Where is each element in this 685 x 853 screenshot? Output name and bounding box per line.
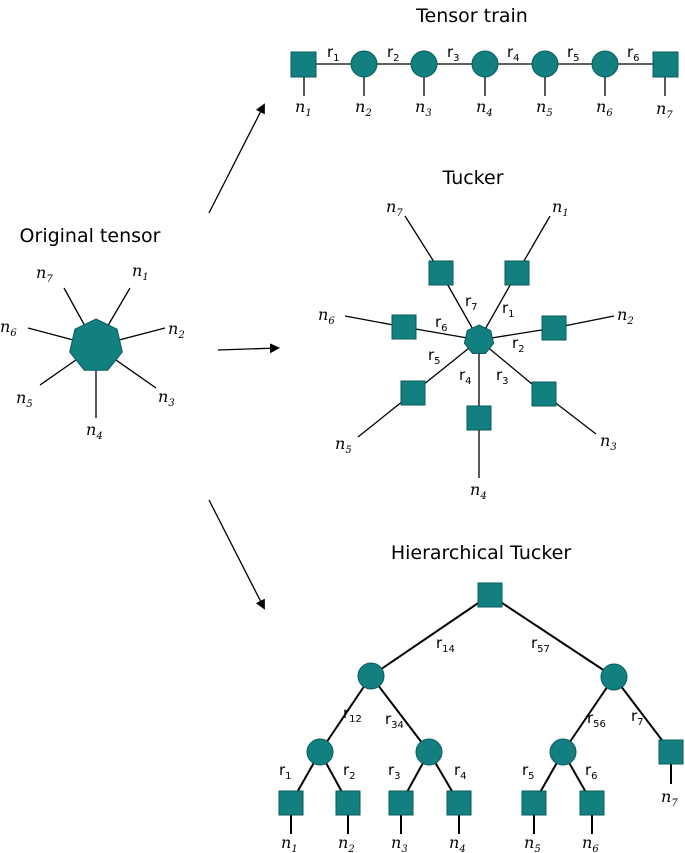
tucker-mode-label-2: n2 <box>617 305 634 327</box>
tt-rank-label-6: r6 <box>627 43 640 64</box>
arrow-to-tucker <box>217 343 280 354</box>
arrow-to-hierarchical-tucker <box>208 499 265 610</box>
ht-mode-label-1: n1 <box>281 833 298 853</box>
original-core-heptagon <box>69 318 123 371</box>
tt-core-1-square <box>290 51 317 78</box>
ht-rank-label-2: r2 <box>343 761 356 782</box>
ht-leaf-6-square <box>579 790 605 816</box>
ht-leaf-1-square <box>278 790 304 816</box>
ht-mode-label-4: n4 <box>449 833 466 853</box>
tt-mode-label-3: n3 <box>415 97 432 119</box>
tucker-factor-2-square <box>541 315 567 341</box>
ht-leaf-7-square <box>658 739 684 765</box>
ht-mode-label-3: n3 <box>391 833 408 853</box>
tucker-factor-6-square <box>391 314 417 340</box>
tt-mode-label-1: n1 <box>295 97 312 119</box>
ht-rank-label-4: r4 <box>454 761 467 782</box>
ht-node-14-circle <box>357 662 385 690</box>
tucker-factor-4-square <box>466 405 492 431</box>
tucker-mode-label-3: n3 <box>600 431 617 453</box>
ht-leaf-3-square <box>388 790 414 816</box>
ht-rank-label-57: r57 <box>531 634 550 655</box>
ht-rank-label-56: r56 <box>587 709 606 730</box>
tt-mode-label-7: n7 <box>656 99 673 121</box>
tucker-factor-7-square <box>428 260 454 286</box>
tt-rank-label-4: r4 <box>507 43 520 64</box>
tucker-mode-label-7: n7 <box>386 197 403 219</box>
original-mode-label-2: n2 <box>168 319 185 341</box>
ht-mode-label-2: n2 <box>338 833 355 853</box>
tucker-factor-1-square <box>504 260 530 286</box>
ht-rank-label-14: r14 <box>436 634 455 655</box>
original-mode-label-4: n4 <box>86 420 103 442</box>
tucker-mode-label-6: n6 <box>318 305 335 327</box>
tt-core-2-circle <box>350 50 378 78</box>
tt-core-3-circle <box>410 50 438 78</box>
hierarchical-tucker-title: Hierarchical Tucker <box>391 542 572 564</box>
original-mode-label-6: n6 <box>0 317 17 339</box>
ht-mode-label-6: n6 <box>582 833 599 853</box>
ht-rank-label-12: r12 <box>343 704 362 725</box>
tt-core-6-circle <box>591 50 619 78</box>
hierarchical-tucker: r14 r57 r12 r34 r56 r7 r1 r2 r3 r4 r5 r6… <box>278 582 684 853</box>
tt-mode-label-2: n2 <box>355 97 372 119</box>
tucker-mode-label-4: n4 <box>470 480 487 502</box>
tt-core-7-square <box>652 51 679 78</box>
ht-rank-label-1: r1 <box>279 761 292 782</box>
tt-rank-label-5: r5 <box>567 43 580 64</box>
ht-rank-label-34: r34 <box>385 710 404 731</box>
original-mode-label-5: n5 <box>16 388 33 410</box>
ht-node-34-circle <box>415 738 443 766</box>
ht-mode-label-7: n7 <box>661 787 678 809</box>
ht-rank-label-7: r7 <box>631 707 644 728</box>
tensor-train: r1 r2 r3 r4 r5 r6 n1 n2 n3 n4 n5 n6 n7 <box>290 43 679 121</box>
ht-node-57-circle <box>600 663 628 691</box>
tt-rank-label-3: r3 <box>447 43 460 64</box>
original-mode-label-7: n7 <box>36 263 53 285</box>
tucker-rank-label-6: r6 <box>435 313 448 334</box>
original-mode-label-1: n1 <box>132 261 149 283</box>
tt-rank-label-1: r1 <box>327 43 340 64</box>
ht-leaf-4-square <box>446 790 472 816</box>
tucker-factor-3-square <box>531 381 557 407</box>
tucker-rank-label-4: r4 <box>459 366 472 387</box>
tucker-factor-5-square <box>400 380 426 406</box>
ht-leaf-5-square <box>521 790 547 816</box>
ht-leaf-2-square <box>335 790 361 816</box>
ht-node-56-circle <box>549 738 577 766</box>
tt-rank-label-2: r2 <box>387 43 400 64</box>
tucker-mode-label-5: n5 <box>335 434 352 456</box>
tucker-core-heptagon <box>463 324 495 354</box>
tucker-rank-label-5: r5 <box>428 346 441 367</box>
tucker-rank-label-2: r2 <box>512 334 525 355</box>
arrow-to-tensor-train <box>208 103 265 214</box>
tucker-mode-label-1: n1 <box>552 197 569 219</box>
ht-rank-label-6: r6 <box>585 761 598 782</box>
tt-core-5-circle <box>531 50 559 78</box>
tucker-title: Tucker <box>441 167 503 189</box>
ht-root-square <box>477 582 503 608</box>
tensor-train-title: Tensor train <box>415 5 528 27</box>
tucker: r7 r1 r2 r3 r4 r5 r6 n7 n1 n2 n3 n4 n5 n… <box>318 197 634 502</box>
ht-node-12-circle <box>306 738 334 766</box>
tt-core-4-circle <box>471 50 499 78</box>
original-tensor-title: Original tensor <box>20 225 161 247</box>
ht-mode-label-5: n5 <box>524 833 541 853</box>
ht-rank-label-3: r3 <box>388 761 401 782</box>
tt-mode-label-4: n4 <box>476 97 493 119</box>
original-mode-label-3: n3 <box>158 387 175 409</box>
tucker-rank-label-3: r3 <box>496 366 509 387</box>
tt-mode-label-5: n5 <box>536 97 553 119</box>
tucker-rank-label-7: r7 <box>465 292 478 313</box>
tucker-rank-label-1: r1 <box>502 299 515 320</box>
ht-rank-label-5: r5 <box>522 761 535 782</box>
tt-mode-label-6: n6 <box>596 97 613 119</box>
original-tensor: n7 n1 n2 n3 n4 n5 n6 <box>0 261 185 442</box>
